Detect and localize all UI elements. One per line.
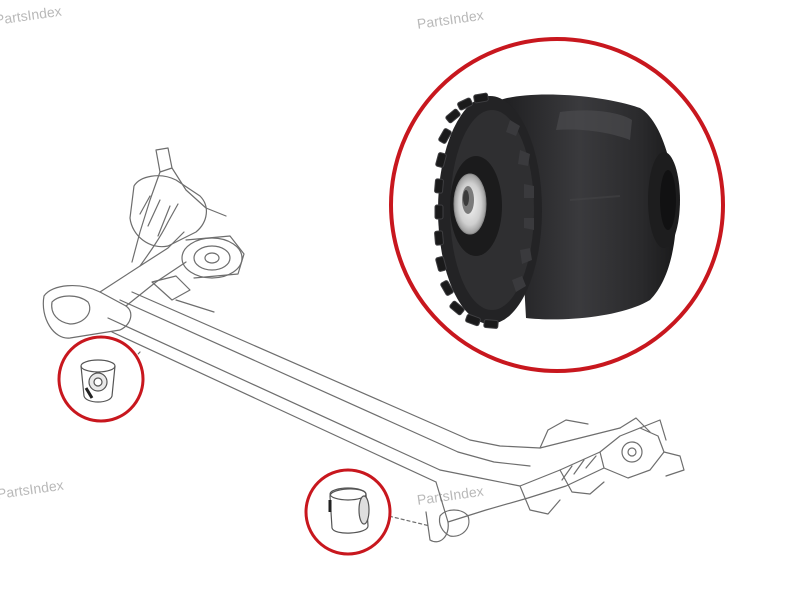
right-bushing-location	[304, 468, 392, 556]
left-bushing-location	[57, 335, 145, 423]
left-bushing-drawing	[80, 359, 116, 403]
right-bushing-drawing	[328, 487, 370, 534]
zoomed-bushing	[389, 37, 725, 373]
twist-beam-axle	[42, 147, 685, 543]
bushing-metal-sleeve	[450, 156, 502, 256]
bushing-rubber-body	[500, 94, 680, 320]
